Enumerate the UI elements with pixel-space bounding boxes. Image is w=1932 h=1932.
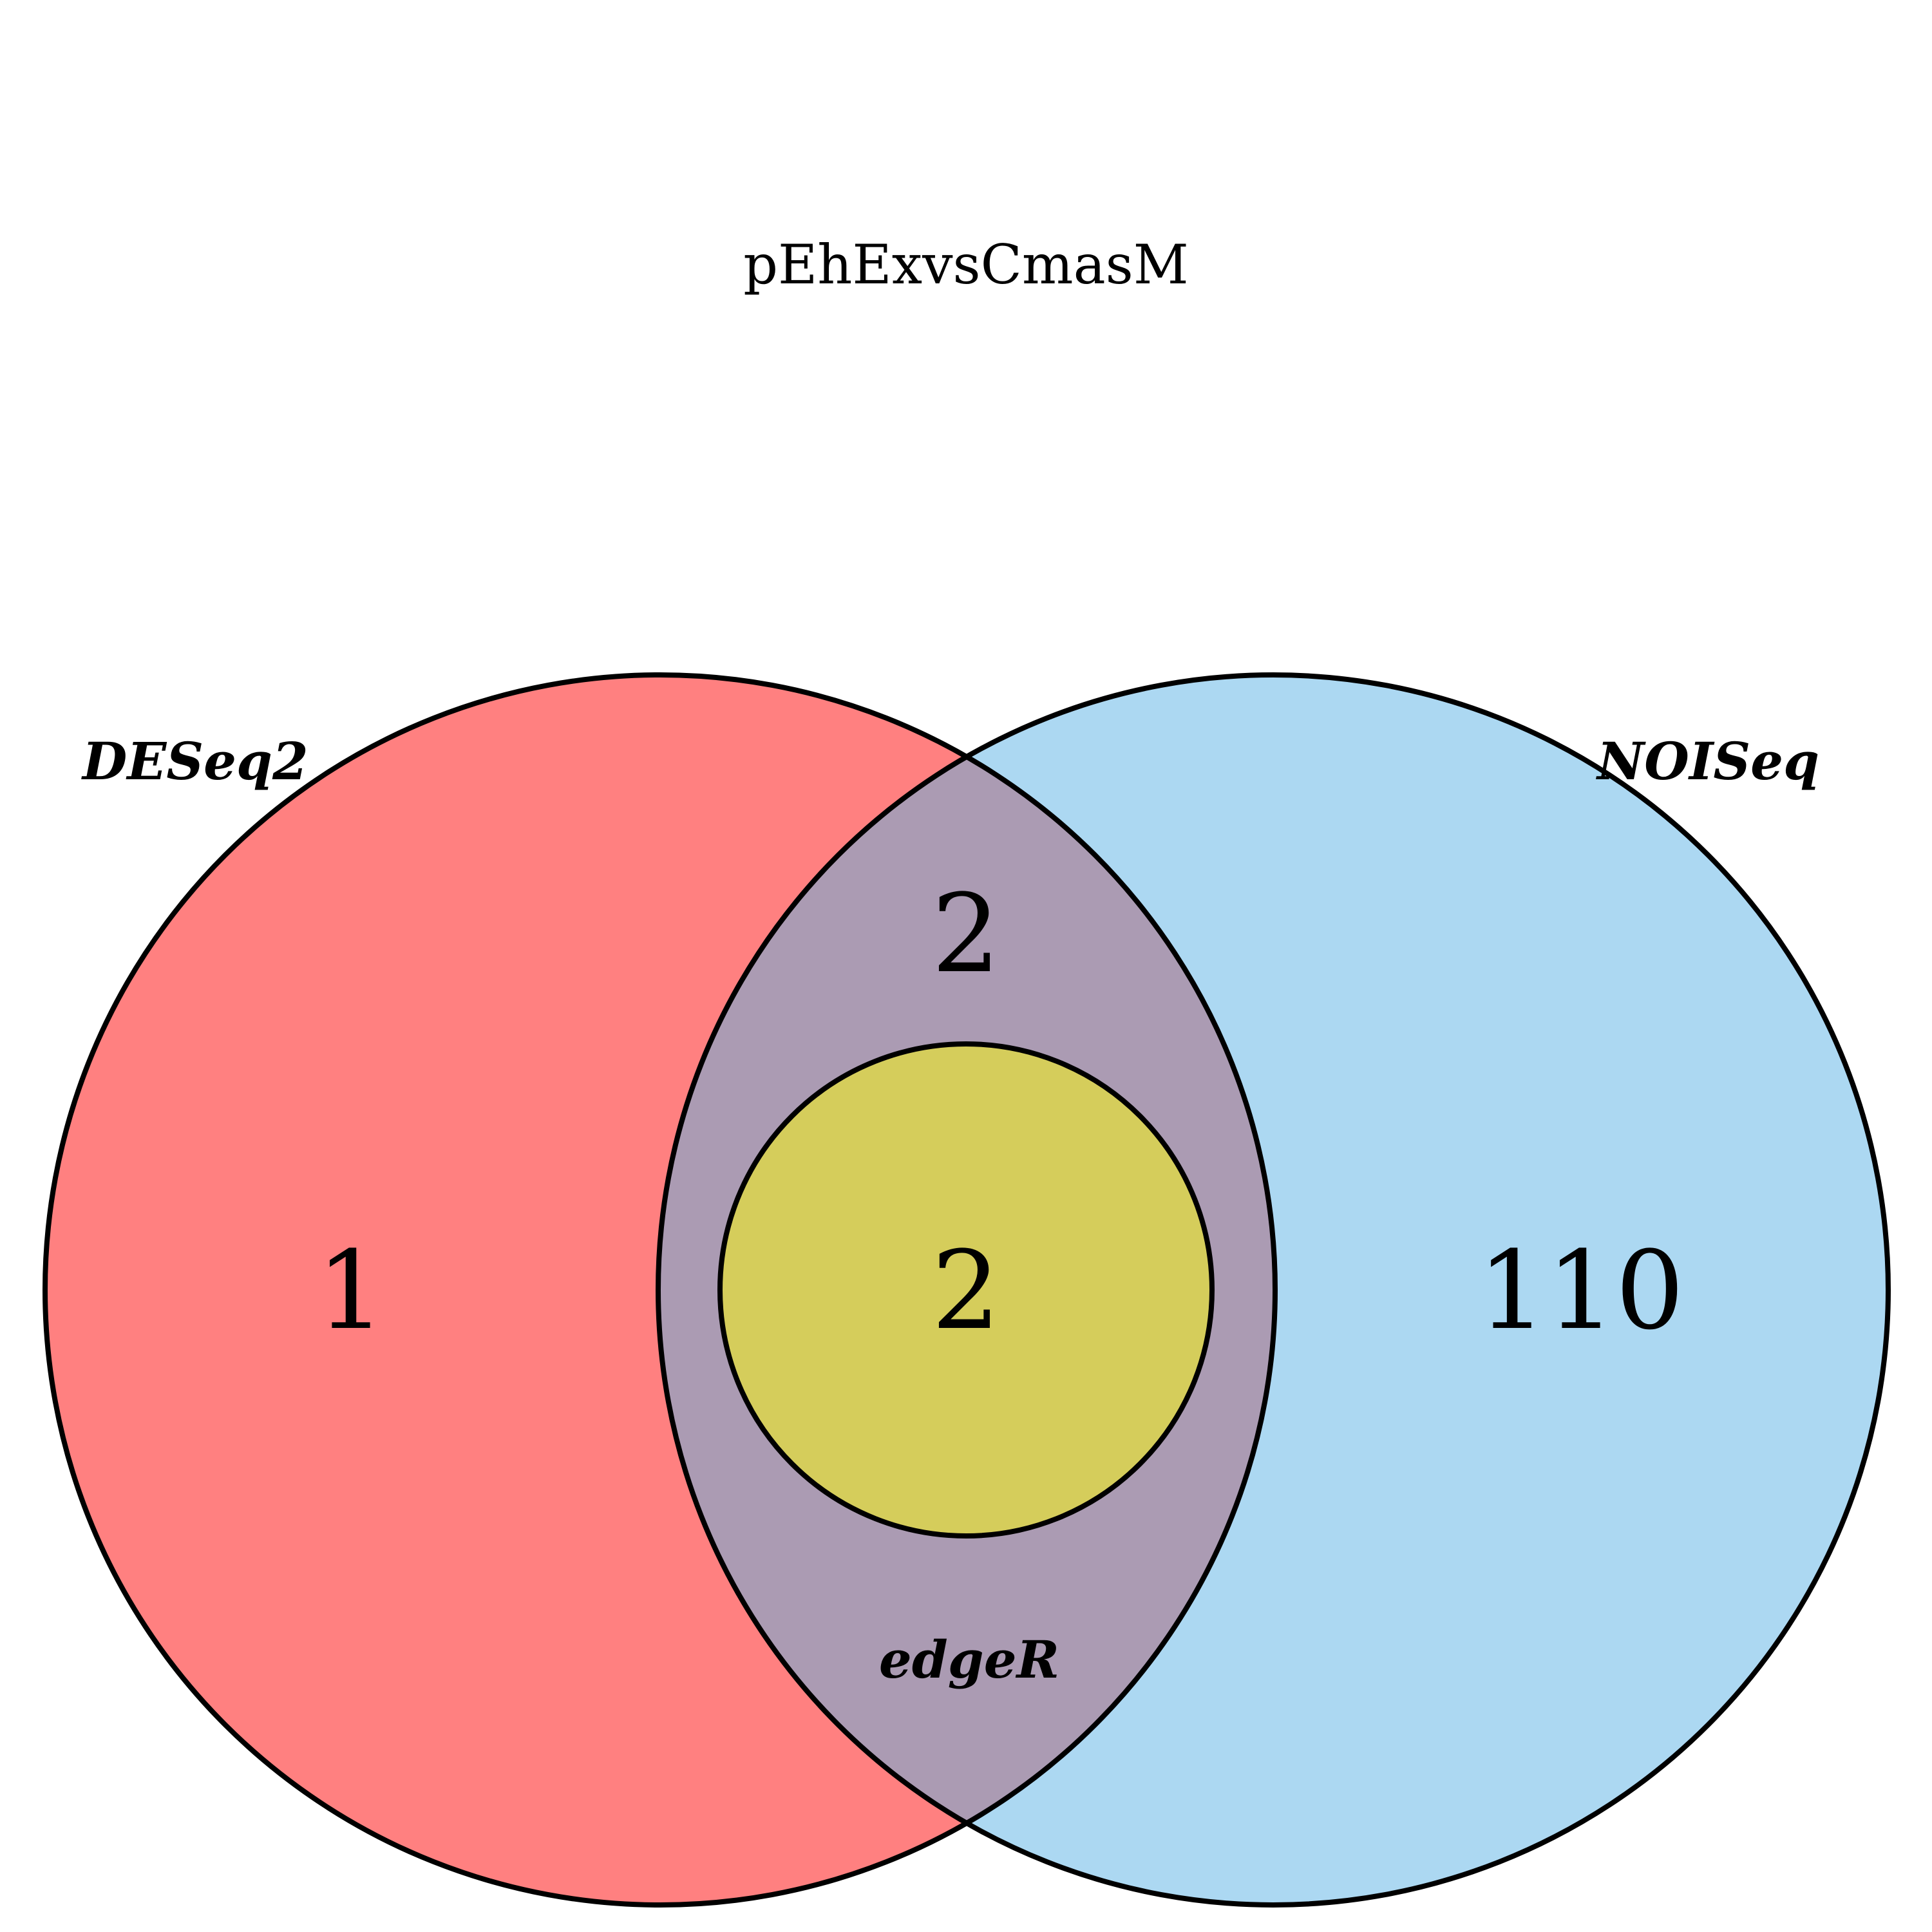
deseq2-outline xyxy=(43,672,1278,1908)
count-deseq2-noiseq: 2 xyxy=(932,871,1001,997)
count-deseq2-only: 1 xyxy=(317,1227,386,1354)
deseq2-label: DESeq2 xyxy=(81,731,308,791)
noiseq-label: NOISeq xyxy=(1595,731,1819,791)
noiseq-outline xyxy=(656,672,1891,1908)
diagram-title: pEhExvsCmasM xyxy=(743,233,1189,296)
count-noiseq-only: 110 xyxy=(1478,1227,1685,1354)
count-all-three: 2 xyxy=(932,1227,1001,1354)
edger-outline xyxy=(717,1041,1215,1539)
edger-label: edgeR xyxy=(879,1629,1059,1690)
edger-circle xyxy=(720,1044,1212,1536)
